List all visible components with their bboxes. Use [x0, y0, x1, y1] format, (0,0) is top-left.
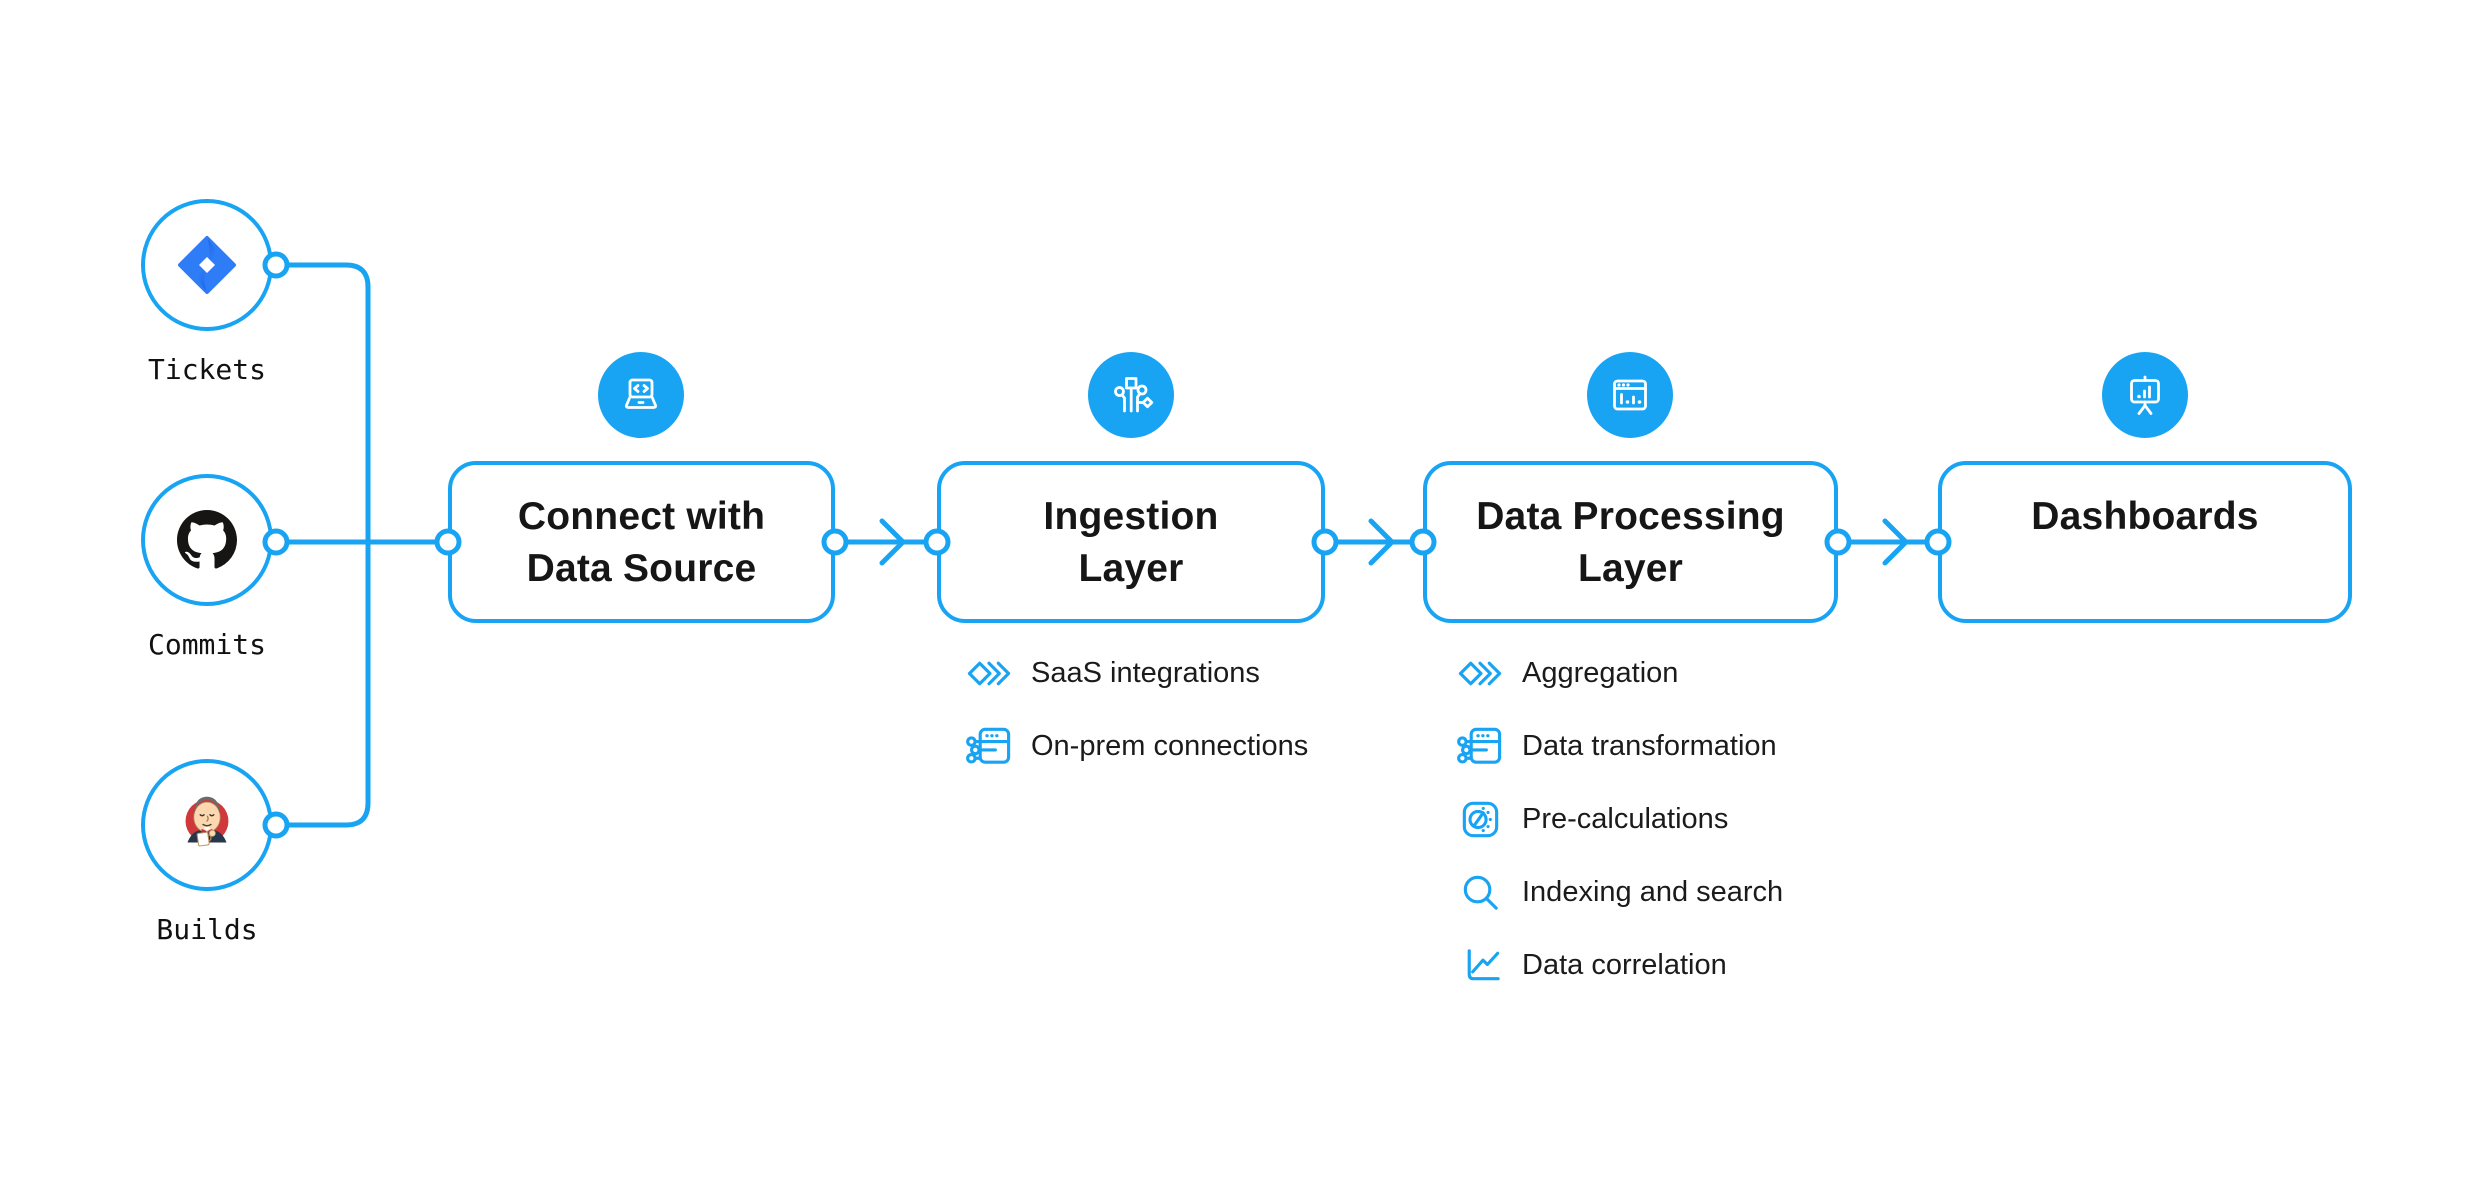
stage-box-connect-with-data-source: Connect with Data Source [448, 461, 835, 623]
arrowhead-1 [879, 518, 906, 566]
feature-label: Pre-calculations [1522, 803, 1729, 835]
arrowhead-3 [1882, 518, 1909, 566]
feature-pre-calculations: Pre-calculations [1457, 783, 1783, 856]
feature-data-correlation: Data correlation [1457, 929, 1783, 1002]
source-label-builds: Builds [156, 913, 258, 946]
feature-data-transformation: Data transformation [1457, 710, 1783, 783]
gauge-icon [1457, 796, 1504, 843]
stage-title: Ingestion Layer [1043, 495, 1219, 590]
stacked-diamonds-icon [966, 650, 1013, 697]
source-label-tickets: Tickets [147, 353, 266, 386]
ingestion-layer-features: SaaS integrations On-prem conne [966, 637, 1308, 783]
source-node-builds: Builds [87, 759, 327, 946]
window-chart-icon [1587, 352, 1673, 438]
arrowhead-2 [1368, 518, 1395, 566]
feature-indexing-and-search: Indexing and search [1457, 856, 1783, 929]
data-processing-layer-features: Aggregation Data transformation [1457, 637, 1783, 1002]
stage-title: Dashboards [2031, 495, 2259, 538]
stage-box-ingestion-layer: Ingestion Layer [937, 461, 1325, 623]
feature-label: SaaS integrations [1031, 657, 1260, 689]
jenkins-icon [185, 796, 229, 847]
presentation-chart-icon [2102, 352, 2188, 438]
feature-label: On-prem connections [1031, 730, 1309, 762]
stage-box-dashboards: Dashboards [1938, 461, 2352, 623]
source-label-commits: Commits [147, 628, 266, 661]
github-icon [177, 510, 237, 569]
laptop-code-icon [598, 352, 684, 438]
feature-label: Data correlation [1522, 949, 1727, 981]
stage-box-data-processing-layer: Data Processing Layer [1423, 461, 1838, 623]
stacked-diamonds-icon [1457, 650, 1504, 697]
source-circle [141, 759, 273, 891]
stage-title: Connect with Data Source [517, 495, 766, 590]
feature-label: Aggregation [1522, 657, 1679, 689]
circuit-icon [1088, 352, 1174, 438]
source-node-commits: Commits [87, 474, 327, 661]
search-icon [1457, 869, 1504, 916]
source-circle [141, 199, 273, 331]
jira-icon [178, 236, 236, 294]
source-circle [141, 474, 273, 606]
line-chart-icon [1457, 942, 1504, 989]
feature-label: Data transformation [1522, 730, 1777, 762]
window-sliders-icon [966, 723, 1013, 770]
stage-title: Data Processing Layer [1476, 495, 1785, 590]
feature-on-prem-connections: On-prem connections [966, 710, 1308, 783]
feature-saas-integrations: SaaS integrations [966, 637, 1308, 710]
feature-label: Indexing and search [1522, 876, 1784, 908]
source-node-tickets: Tickets [87, 199, 327, 386]
feature-aggregation: Aggregation [1457, 637, 1783, 710]
window-sliders-icon [1457, 723, 1504, 770]
